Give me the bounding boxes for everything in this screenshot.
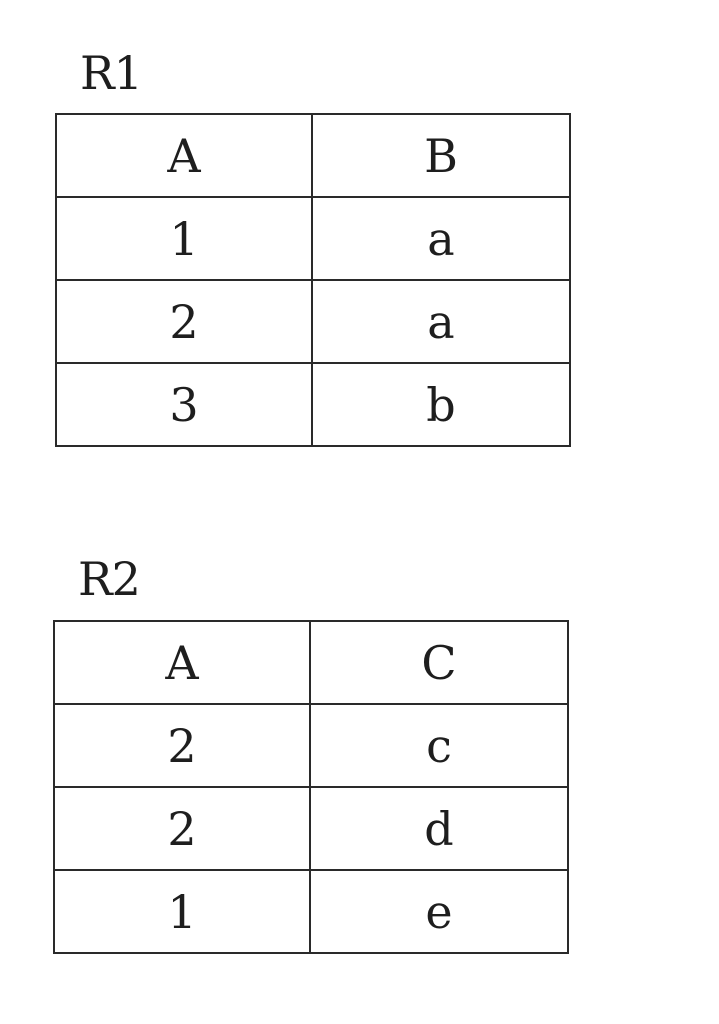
table-cell: c <box>309 703 569 788</box>
table-cell: e <box>309 869 569 954</box>
column-header-c: C <box>309 620 569 705</box>
relation-table-r1: A B 1 a 2 a 3 b <box>55 113 571 447</box>
table-cell: 1 <box>53 869 311 954</box>
table-row: 1 e <box>53 869 569 954</box>
column-header-a: A <box>55 113 313 198</box>
relation-title-r2: R2 <box>78 552 141 606</box>
table-cell: a <box>311 279 571 364</box>
table-cell: 1 <box>55 196 313 281</box>
table-row: 1 a <box>55 196 571 281</box>
table-row: 2 c <box>53 703 569 788</box>
table-cell: 2 <box>53 703 311 788</box>
relation-title-r1: R1 <box>80 46 143 100</box>
table-cell: b <box>311 362 571 447</box>
table-header-row: A B <box>55 113 571 198</box>
table-cell: 3 <box>55 362 313 447</box>
table-cell: 2 <box>55 279 313 364</box>
table-row: 2 a <box>55 279 571 364</box>
table-row: 3 b <box>55 362 571 447</box>
relation-table-r2: A C 2 c 2 d 1 e <box>53 620 569 954</box>
table-cell: 2 <box>53 786 311 871</box>
table-row: 2 d <box>53 786 569 871</box>
table-cell: a <box>311 196 571 281</box>
column-header-b: B <box>311 113 571 198</box>
table-header-row: A C <box>53 620 569 705</box>
table-cell: d <box>309 786 569 871</box>
column-header-a: A <box>53 620 311 705</box>
